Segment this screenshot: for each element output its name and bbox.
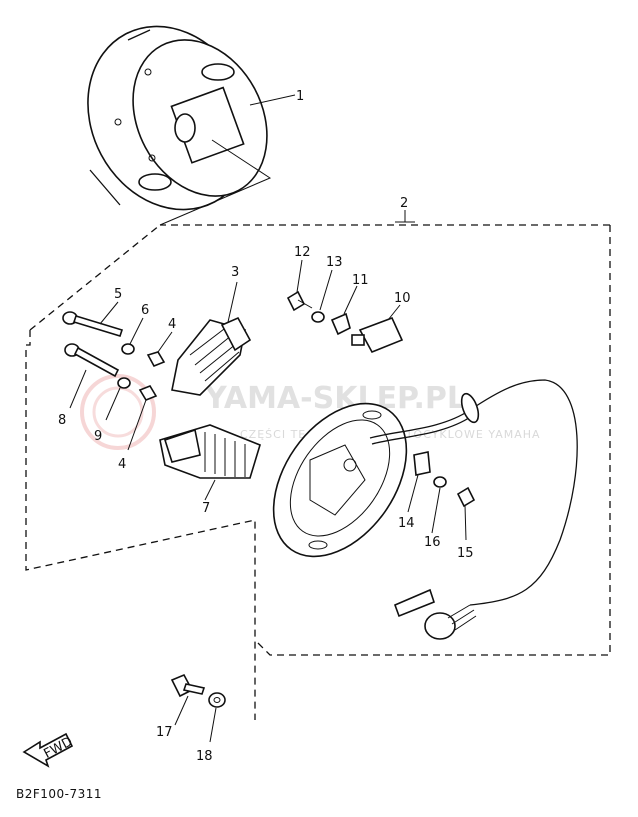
callout-4-upper: 4: [168, 317, 176, 332]
callout-6: 6: [141, 303, 149, 318]
callout-11: 11: [352, 273, 369, 288]
drawing-code: B2F100-7311: [16, 787, 102, 801]
washer-16: [431, 476, 447, 534]
callout-18: 18: [196, 749, 213, 764]
callout-3: 3: [231, 265, 239, 280]
callout-4-lower: 4: [118, 457, 126, 472]
washer-9: [105, 377, 131, 421]
washer-6: [121, 317, 144, 355]
fwd-arrow: FWD: [22, 732, 75, 768]
callout-7: 7: [202, 501, 210, 516]
callout-8: 8: [58, 413, 66, 428]
callout-labels: 1 2 3 4 4 5 6 7 8 9 10 11 12 13 14 15 16…: [58, 89, 474, 764]
screw-15: [456, 486, 476, 541]
callout-16: 16: [424, 535, 441, 550]
callout-14: 14: [398, 516, 415, 531]
screw-12: [286, 259, 313, 312]
callout-12: 12: [294, 245, 311, 260]
bolt-5: [62, 301, 124, 337]
holder-14: [407, 451, 431, 513]
callout-17: 17: [156, 725, 173, 740]
clamp: [330, 285, 358, 336]
lighting-coil: [159, 424, 261, 501]
connector: [351, 304, 404, 354]
washer-18: [208, 692, 226, 743]
flywheel-rotor: [87, 25, 296, 226]
washer-13: [311, 269, 333, 323]
callout-5: 5: [114, 287, 122, 302]
bolt-17: [170, 673, 206, 726]
watermark-logo: [80, 374, 156, 450]
nut-4-lower: [127, 385, 158, 451]
nut-4-upper: [146, 331, 173, 368]
callout-10: 10: [394, 291, 411, 306]
callout-1: 1: [296, 89, 304, 104]
assembly-boundary: [25, 224, 611, 720]
bolt-8: [64, 343, 120, 409]
callout-13: 13: [326, 255, 343, 270]
assembly-leader: [395, 210, 415, 223]
callout-2: 2: [400, 196, 408, 211]
stator-base-plate: [272, 402, 408, 558]
callout-9: 9: [94, 429, 102, 444]
charge-coil: [171, 281, 252, 396]
watermark-title: YAMA-SKLEP.PL: [204, 381, 466, 416]
wire-harness: [369, 379, 578, 640]
callout-15: 15: [457, 546, 474, 561]
